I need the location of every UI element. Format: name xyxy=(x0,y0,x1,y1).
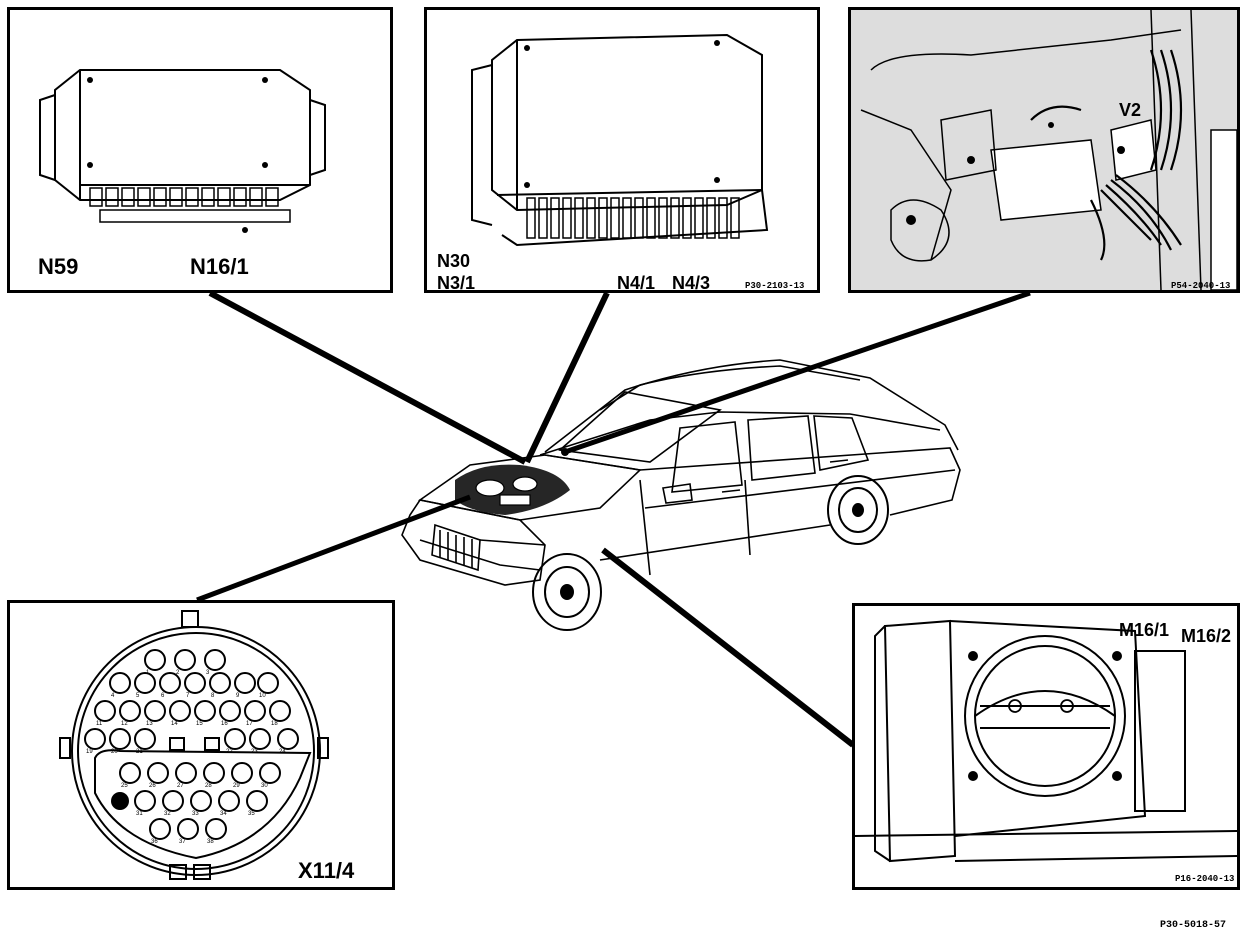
connector-pin-number: 9 xyxy=(236,693,240,699)
connector-pin-number: 22 xyxy=(226,749,233,755)
label-n16-1: N16/1 xyxy=(190,254,249,279)
connector-pin-number: 32 xyxy=(164,811,171,817)
connector-pin-number: 10 xyxy=(259,693,266,699)
label-n30: N30 xyxy=(437,251,471,271)
label-v2: V2 xyxy=(1119,100,1142,121)
engine-compartment-drawing xyxy=(851,10,1237,290)
connector-pin-number: 6 xyxy=(161,693,165,699)
label-m16-2: M16/2 xyxy=(1181,626,1232,646)
panel-control-unit-n30: N30 N3/1 N4/1 N4/3 P30-2103-13 xyxy=(424,7,820,293)
connector-pin-number: 33 xyxy=(192,811,199,817)
connector-pin-number: 17 xyxy=(246,721,253,727)
connector-pin-number: 23 xyxy=(251,749,258,755)
connector-pin-number: 34 xyxy=(220,811,227,817)
front-wheel xyxy=(532,553,602,631)
connector-pin-number: 7 xyxy=(186,693,190,699)
label-n59: N59 xyxy=(38,254,79,279)
label-n3-1: N3/1 xyxy=(437,273,476,293)
leader-line-v2 xyxy=(564,290,1031,455)
connector-pin-number: 4 xyxy=(111,693,115,699)
throttle-body-drawing xyxy=(855,619,1237,863)
figure-ref-code: P30-5018-57 xyxy=(1160,920,1227,931)
connector-pin-number: 38 xyxy=(207,839,214,845)
connector-pin-number: 18 xyxy=(271,721,278,727)
panel-engine-compartment-v2: V2 P54-2040-13 xyxy=(848,7,1240,293)
ref-code-bottom-right: P16-2040-13 xyxy=(1175,874,1235,884)
connector-pin-number: 30 xyxy=(261,783,268,789)
panel-control-unit-n59: N59 N16/1 xyxy=(7,7,393,293)
connector-pin-number: 21 xyxy=(136,749,143,755)
leader-line-m16 xyxy=(601,547,855,748)
connector-pin-number: 11 xyxy=(96,721,103,727)
sedan-outline xyxy=(401,359,961,586)
leader-dot-v2 xyxy=(561,448,569,456)
connector-pin-number: 8 xyxy=(211,693,215,699)
connector-pin-number: 31 xyxy=(136,811,143,817)
connector-pin-number: 13 xyxy=(146,721,153,727)
rear-wheel xyxy=(827,475,889,545)
connector-pin-number: 12 xyxy=(121,721,128,727)
connector-pin-number: 15 xyxy=(196,721,203,727)
connector-pin-marked xyxy=(111,792,129,810)
connector-pin-number: 14 xyxy=(171,721,178,727)
panel-throttle-body-m16: M16/1 M16/2 P16-2040-13 xyxy=(852,603,1240,890)
engine-bay xyxy=(455,464,570,515)
leader-line-n30 xyxy=(524,291,610,464)
connector-pin-number: 29 xyxy=(233,783,240,789)
connector-pin-number: 20 xyxy=(111,749,118,755)
connector-pin-number: 5 xyxy=(136,693,140,699)
connector-pin-number: 19 xyxy=(86,749,93,755)
connector-pin-number: 26 xyxy=(149,783,156,789)
label-x11-4: X11/4 xyxy=(298,858,355,883)
connector-pin-number: 35 xyxy=(248,811,255,817)
connector-pin-holes xyxy=(84,649,299,840)
connector-pin-number: 28 xyxy=(205,783,212,789)
connector-pin-number: 2 xyxy=(176,670,180,676)
label-m16-1: M16/1 xyxy=(1119,620,1170,640)
connector-pin-number: 25 xyxy=(121,783,128,789)
label-n4-1: N4/1 xyxy=(617,273,656,293)
control-unit-n30-drawing xyxy=(471,33,769,247)
connector-pin-number: 3 xyxy=(206,670,210,676)
ref-code-top-right: P54-2040-13 xyxy=(1171,281,1231,291)
label-n4-3: N4/3 xyxy=(672,273,711,293)
control-unit-n59-drawing xyxy=(39,69,326,233)
connector-pin-number: 16 xyxy=(221,721,228,727)
connector-pin-number: 1 xyxy=(146,670,150,676)
connector-pin-number: 27 xyxy=(177,783,184,789)
connector-pin-number: 37 xyxy=(179,839,186,845)
leader-line-x11 xyxy=(196,494,471,603)
ref-code-top-center: P30-2103-13 xyxy=(745,281,805,291)
leader-line-n59 xyxy=(208,290,527,465)
connector-pin-number: 24 xyxy=(279,749,286,755)
connector-pin-number: 36 xyxy=(151,839,158,845)
